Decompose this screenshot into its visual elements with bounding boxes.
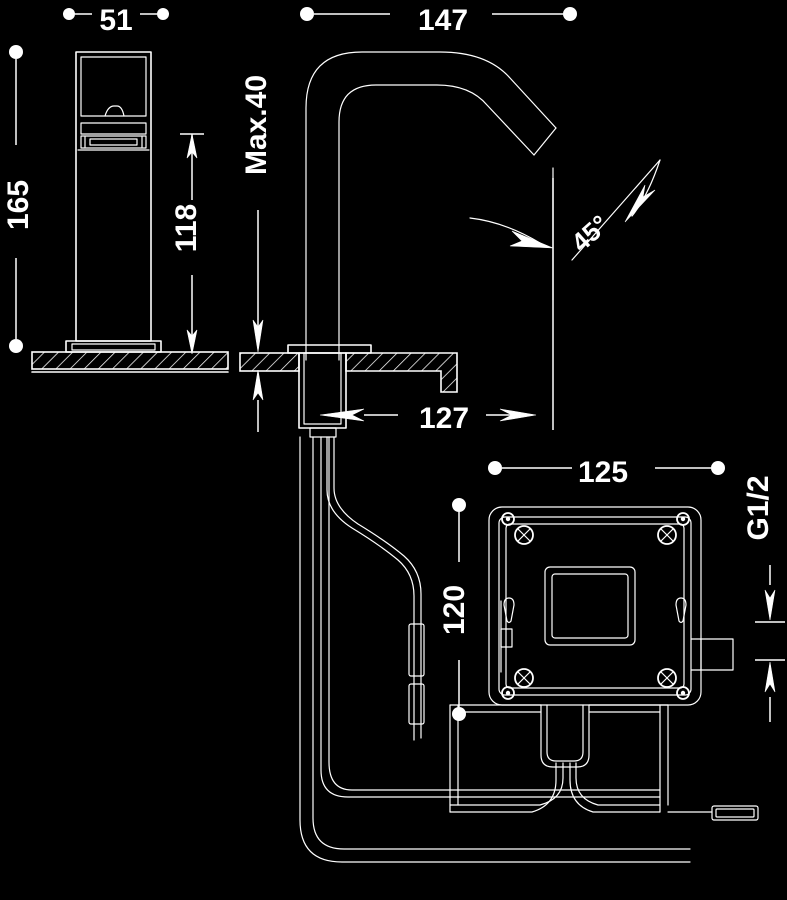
dimension-label-125: 125 [578, 456, 628, 489]
dimension-125 [488, 461, 725, 475]
wire-terminal [667, 805, 759, 821]
solenoid-valve [449, 704, 669, 813]
dimension-165 [9, 45, 23, 353]
annotation-45-degree [469, 159, 661, 301]
dimension-label-118: 118 [170, 204, 203, 252]
annotation-label-45-degree: 45° [565, 209, 614, 258]
dimension-label-51: 51 [99, 4, 132, 37]
sensor-cable [326, 436, 425, 741]
dimension-118 [180, 133, 204, 355]
countertop-section-side [239, 352, 458, 393]
dimension-label-147: 147 [418, 4, 468, 37]
screw-bottom-right [657, 668, 677, 688]
fixing-top-left [501, 512, 515, 526]
control-box [488, 506, 734, 706]
supply-hoses [299, 436, 691, 863]
keyhole-left [503, 597, 515, 624]
countertop-section-left [31, 351, 229, 373]
dimension-51 [63, 8, 169, 20]
fixing-top-right [676, 512, 690, 526]
dimension-label-165: 165 [2, 180, 35, 230]
dimension-label-g-half: G1/2 [742, 475, 775, 540]
keyhole-right [675, 597, 687, 624]
dimension-120 [452, 498, 466, 721]
dimension-label-max40: Max.40 [240, 75, 273, 175]
dimension-max40 [252, 210, 264, 432]
fixing-bottom-right [676, 686, 690, 700]
dimension-label-120: 120 [438, 585, 471, 635]
dimension-g-half [755, 565, 785, 722]
screw-top-left [514, 525, 534, 545]
screw-top-right [657, 525, 677, 545]
fixing-bottom-left [501, 686, 515, 700]
dimension-147 [300, 7, 577, 21]
dimension-label-127: 127 [419, 402, 469, 435]
screw-bottom-left [514, 668, 534, 688]
